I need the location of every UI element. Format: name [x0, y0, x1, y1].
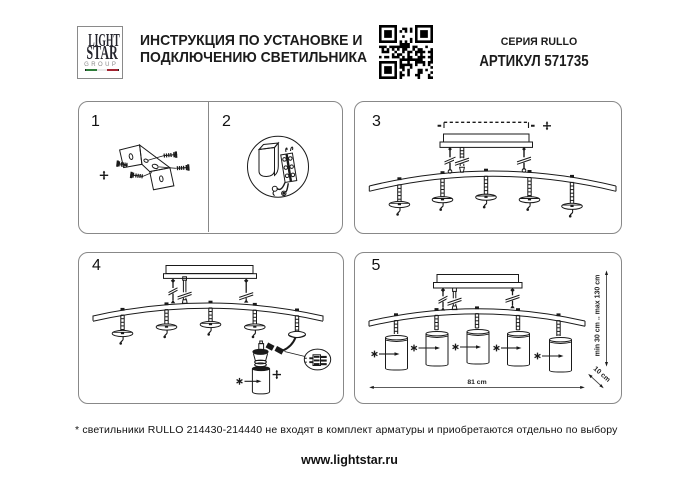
svg-text:81 cm: 81 cm [467, 379, 486, 386]
svg-text:min 30 cm .. max 130 cm: min 30 cm .. max 130 cm [595, 275, 602, 357]
svg-text:10 cm: 10 cm [592, 366, 612, 384]
